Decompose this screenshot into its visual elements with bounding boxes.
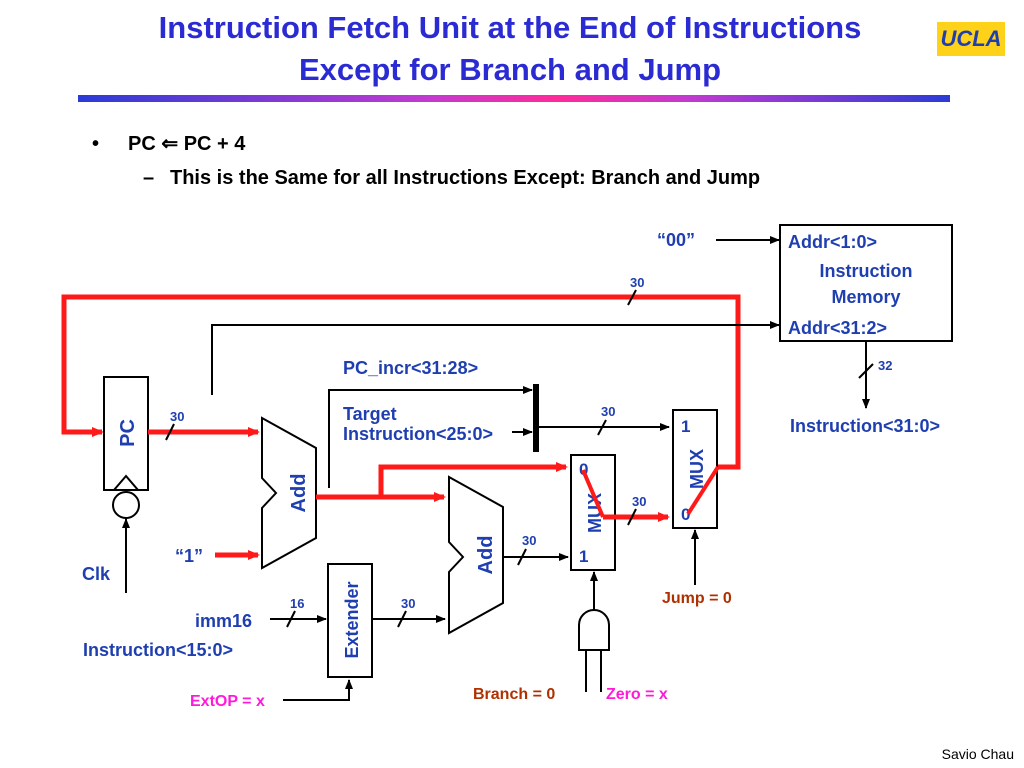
width-30-target: 30 bbox=[601, 404, 615, 419]
width-30-mux: 30 bbox=[632, 494, 646, 509]
wire-extop bbox=[283, 679, 353, 701]
width-16: 16 bbox=[290, 596, 304, 611]
clock-bubble-icon bbox=[112, 491, 140, 519]
ucla-logo: UCLA bbox=[937, 22, 1005, 56]
instruction-out-label: Instruction<31:0> bbox=[790, 416, 940, 436]
bus-slash-32 bbox=[858, 363, 874, 379]
and-gate-icon bbox=[578, 609, 610, 651]
bullet-dot: • bbox=[92, 133, 100, 155]
slide-title-line1: Instruction Fetch Unit at the End of Ins… bbox=[158, 10, 862, 45]
pc-register-label: PC bbox=[117, 419, 139, 447]
imm16-label: imm16 bbox=[195, 611, 252, 631]
sub-bullet-dash: – bbox=[143, 167, 155, 189]
width-30-add2: 30 bbox=[522, 533, 536, 548]
slide-title-line2: Except for Branch and Jump bbox=[298, 52, 722, 87]
bus-slash-top bbox=[627, 289, 637, 306]
const-00-label: “00” bbox=[657, 230, 695, 250]
wire-next-pc-feedback bbox=[61, 294, 741, 470]
imem-title-2: Memory bbox=[831, 287, 900, 307]
adder1-label: Add bbox=[288, 474, 310, 513]
bus-slash-target bbox=[597, 419, 607, 436]
extop-signal-label: ExtOP = x bbox=[190, 693, 265, 710]
mux1-input-1: 1 bbox=[579, 547, 588, 566]
imem-addr-31-2: Addr<31:2> bbox=[788, 318, 887, 338]
mux1-label: MUX bbox=[585, 493, 605, 533]
instruction-15-0-label: Instruction<15:0> bbox=[83, 640, 233, 660]
mux2-selected-path bbox=[686, 465, 720, 516]
pc-left: PC bbox=[128, 133, 156, 155]
bus-slash-ext bbox=[397, 610, 407, 628]
jump-signal-label: Jump = 0 bbox=[662, 590, 732, 607]
mux2-label: MUX bbox=[687, 449, 707, 489]
mux2-input-0: 0 bbox=[681, 505, 690, 524]
sign-extender bbox=[327, 563, 373, 678]
target-label-1: Target bbox=[343, 404, 397, 424]
clk-label: Clk bbox=[82, 564, 111, 584]
const-1-label: “1” bbox=[175, 546, 203, 566]
footer-author: Savio Chau bbox=[941, 746, 1014, 762]
bus-slash-pc bbox=[165, 423, 175, 441]
mux1-input-0: 0 bbox=[579, 460, 588, 479]
branch-adder bbox=[448, 475, 504, 635]
bus-slash-16 bbox=[286, 610, 296, 628]
pc-right: PC + 4 bbox=[183, 133, 246, 155]
left-arrow-icon: ⇐ bbox=[161, 133, 179, 155]
jump-mux bbox=[672, 409, 718, 529]
target-label-2: Instruction<25:0> bbox=[343, 424, 493, 444]
pc-increment-adder bbox=[261, 416, 317, 570]
mux1-selected-path bbox=[581, 469, 605, 518]
width-30-ext: 30 bbox=[401, 596, 415, 611]
instruction-memory-block bbox=[779, 224, 953, 342]
bus-slash-add2 bbox=[517, 548, 527, 566]
imem-addr-1-0: Addr<1:0> bbox=[788, 232, 877, 252]
title-rule bbox=[78, 95, 950, 102]
bullet-pc-update: PC ⇐ PC + 4 bbox=[128, 131, 245, 156]
wire-pc-to-imem bbox=[211, 321, 780, 395]
bus-slash-mux bbox=[627, 508, 637, 526]
wire-pc-plus-1-to-mux bbox=[316, 462, 568, 500]
zero-signal-label: Zero = x bbox=[606, 686, 668, 703]
wire-pc-incr-upper bbox=[328, 386, 533, 488]
branch-signal-label: Branch = 0 bbox=[473, 686, 555, 703]
width-30-top: 30 bbox=[630, 275, 644, 290]
extender-label: Extender bbox=[342, 581, 362, 658]
width-32: 32 bbox=[878, 358, 892, 373]
imem-title-1: Instruction bbox=[820, 261, 913, 281]
clock-edge-icon bbox=[113, 474, 139, 491]
mux2-input-1: 1 bbox=[681, 417, 690, 436]
sub-bullet-text: This is the Same for all Instructions Ex… bbox=[170, 167, 761, 189]
pc-incr-label: PC_incr<31:28> bbox=[343, 358, 478, 378]
width-30-pc: 30 bbox=[170, 409, 184, 424]
adder2-label: Add bbox=[475, 536, 497, 575]
branch-mux bbox=[570, 454, 616, 571]
